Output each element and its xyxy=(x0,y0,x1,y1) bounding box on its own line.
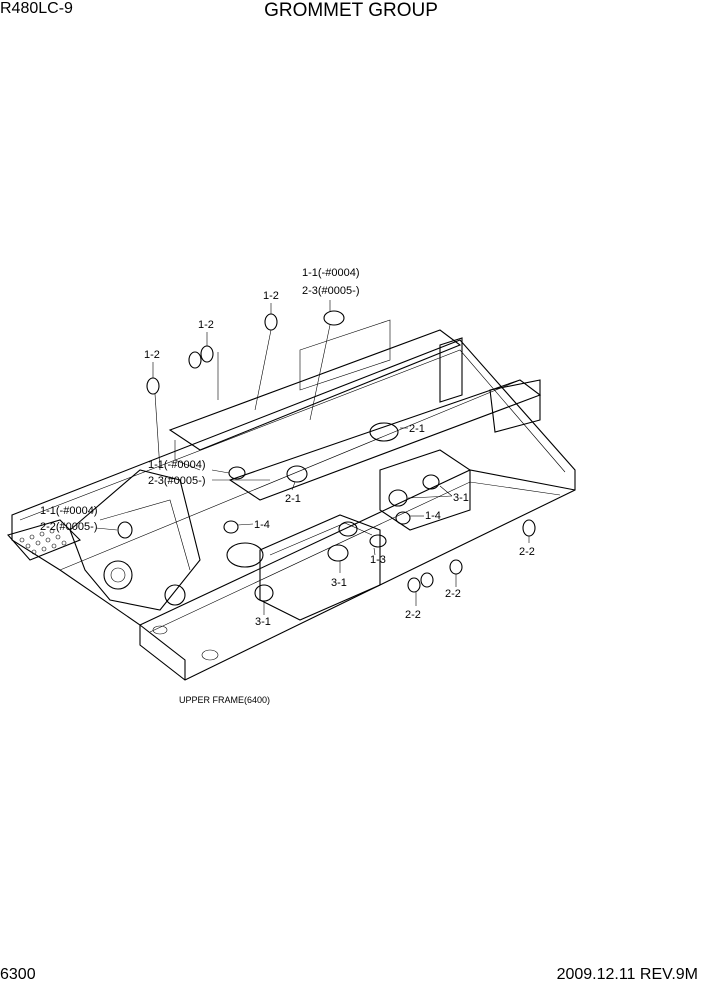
callout-2-1-a: 2-1 xyxy=(409,423,425,435)
date-revision: 2009.12.11 REV.9M xyxy=(556,966,698,983)
callout-2-2-c: 2-2 xyxy=(405,609,421,621)
callout-1-1-mid: 1-1(-#0004) xyxy=(148,459,205,471)
callout-labels: 1-1(-#0004) 2-3(#0005-) 1-2 1-2 1-2 1-1(… xyxy=(40,267,535,705)
callout-3-1-a: 3-1 xyxy=(453,492,469,504)
callout-1-4-b: 1-4 xyxy=(254,519,270,531)
model-code: R480LC-9 xyxy=(0,0,73,17)
page-title: GROMMET GROUP xyxy=(264,0,438,21)
leader-lines xyxy=(95,300,530,615)
callout-2-2-left: 2-2(#0005-) xyxy=(40,521,97,533)
callout-3-1-c: 3-1 xyxy=(255,616,271,628)
callout-1-4-a: 1-4 xyxy=(425,510,441,522)
callout-2-3-mid: 2-3(#0005-) xyxy=(148,475,205,487)
callout-1-2-a: 1-2 xyxy=(263,290,279,302)
frame-label: UPPER FRAME(6400) xyxy=(179,695,270,705)
upper-frame-drawing xyxy=(7,319,576,681)
callout-2-2-a: 2-2 xyxy=(519,546,535,558)
callout-2-2-b: 2-2 xyxy=(445,588,461,600)
grommet-icon xyxy=(117,310,536,602)
callout-2-3-top: 2-3(#0005-) xyxy=(302,285,359,297)
callout-1-1-top: 1-1(-#0004) xyxy=(302,267,359,279)
callout-2-1-b: 2-1 xyxy=(285,493,301,505)
callout-3-1-b: 3-1 xyxy=(331,577,347,589)
callout-1-2-c: 1-2 xyxy=(144,349,160,361)
callout-1-2-b: 1-2 xyxy=(198,319,214,331)
page-number: 6300 xyxy=(0,966,36,983)
callout-1-3: 1-3 xyxy=(370,554,386,566)
callout-1-1-left: 1-1(-#0004) xyxy=(40,505,97,517)
